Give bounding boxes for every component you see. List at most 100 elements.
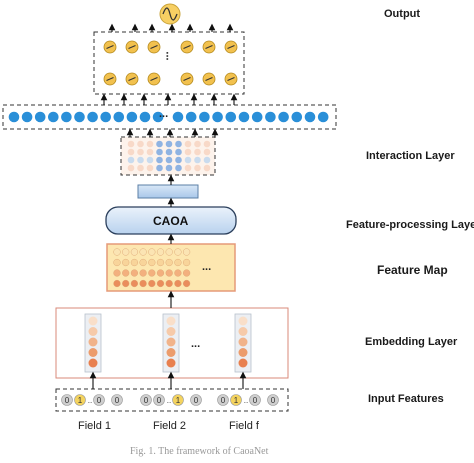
label-embedding-layer: Embedding Layer (365, 336, 458, 348)
mlp-neuron (103, 72, 117, 86)
mlp-neuron (202, 40, 216, 54)
embedding-unit (166, 316, 176, 326)
input-node: 0 (190, 394, 202, 406)
interaction-dot (184, 140, 192, 148)
feature-map-dot (156, 269, 165, 277)
feature-map-dot (148, 248, 156, 256)
vector-dot (100, 111, 111, 123)
interaction-dot (146, 140, 154, 148)
mlp-ellipsis: ... (163, 51, 176, 61)
feature-map-dot (148, 258, 156, 267)
feature-map-dot (156, 279, 165, 288)
input-value: 1 (78, 396, 83, 405)
mlp-neuron (202, 72, 216, 86)
vector-dot (74, 111, 85, 123)
input-node: 0 (93, 394, 105, 406)
mlp-neuron (147, 72, 161, 86)
feature-map-dot (165, 269, 173, 277)
feature-map-dot (148, 279, 156, 288)
input-value: 1 (234, 396, 239, 405)
output-node (159, 3, 181, 25)
feature-map-dot (156, 258, 165, 267)
vector-dot (172, 111, 184, 123)
vector-dot (152, 111, 164, 123)
feature-map-dot (113, 258, 121, 267)
vector-dot (126, 111, 138, 123)
interaction-dot (156, 148, 163, 156)
feature-map-dot (122, 269, 130, 277)
figure-caption: Fig. 1. The framework of CaoaNet (130, 446, 269, 457)
input-node: 0 (111, 394, 123, 406)
vector-dot (238, 111, 250, 123)
feature-map-dot (139, 279, 147, 288)
input-value: 0 (221, 396, 226, 405)
embedding-column (162, 313, 180, 373)
interaction-dot (137, 148, 144, 156)
interaction-dot (127, 164, 135, 172)
interaction-dot (156, 156, 163, 164)
interaction-dot (203, 156, 211, 164)
interaction-dot (137, 156, 144, 164)
input-value: 0 (194, 396, 199, 405)
input-node: 0 (153, 394, 165, 406)
embedding-unit (88, 316, 98, 326)
input-node: 0 (140, 394, 152, 406)
concat-vector-box (2, 104, 337, 130)
embedding-columns (84, 313, 252, 373)
feature-map-dot (122, 248, 130, 256)
embedding-unit (88, 348, 98, 357)
vector-dot (48, 111, 59, 123)
feature-map-dot (148, 269, 156, 277)
interaction-dot (184, 156, 192, 164)
vector-dot (199, 111, 210, 123)
mlp-neuron (125, 40, 139, 54)
embedding-column (84, 313, 102, 373)
vector-dot (212, 111, 223, 123)
interaction-dot (203, 164, 211, 172)
feature-map-dot (122, 258, 130, 267)
embedding-unit (238, 316, 248, 326)
feature-map-dot (165, 248, 173, 256)
feature-map-dot (113, 279, 121, 288)
interaction-dot (137, 164, 144, 172)
embedding-unit (238, 337, 248, 347)
mlp-neuron (103, 40, 117, 54)
feature-map-dot (174, 248, 182, 256)
interaction-dot (156, 164, 163, 172)
mlp-neuron (224, 40, 238, 54)
mlp-neuron (180, 40, 194, 54)
feature-map-dot (130, 258, 139, 267)
feature-map-dot (183, 258, 191, 267)
feature-map-dot (174, 279, 182, 288)
interaction-dot (194, 164, 201, 172)
embedding-unit (88, 327, 98, 336)
mlp-hidden-box (93, 31, 245, 95)
interaction-dot (156, 140, 163, 148)
interaction-dot (127, 140, 135, 148)
interaction-dot (165, 164, 173, 172)
feature-map-dot (113, 248, 121, 256)
vector-ellipsis: ... (159, 108, 169, 120)
input-features-box (55, 388, 289, 412)
mlp-neuron (147, 40, 161, 54)
embedding-unit (238, 327, 248, 336)
input-value: 0 (97, 396, 102, 405)
interaction-dot (175, 140, 182, 148)
interaction-dot (146, 148, 154, 156)
interaction-dot (203, 140, 211, 148)
input-ellipsis: .. (88, 396, 92, 405)
feature-map-dot (122, 279, 130, 288)
vector-dot (251, 111, 263, 123)
feature-map-dots (113, 248, 191, 288)
label-interaction-layer: Interaction Layer (366, 150, 455, 162)
input-node: 0 (217, 394, 229, 406)
mlp-neurons (103, 40, 238, 86)
vector-dot (317, 111, 329, 123)
vector-dot (185, 111, 197, 123)
feature-map-dot (156, 248, 165, 256)
vector-dot (87, 111, 98, 123)
flow-arrows (89, 23, 247, 389)
feature-map-dot (183, 269, 191, 277)
label-output: Output (384, 8, 421, 20)
